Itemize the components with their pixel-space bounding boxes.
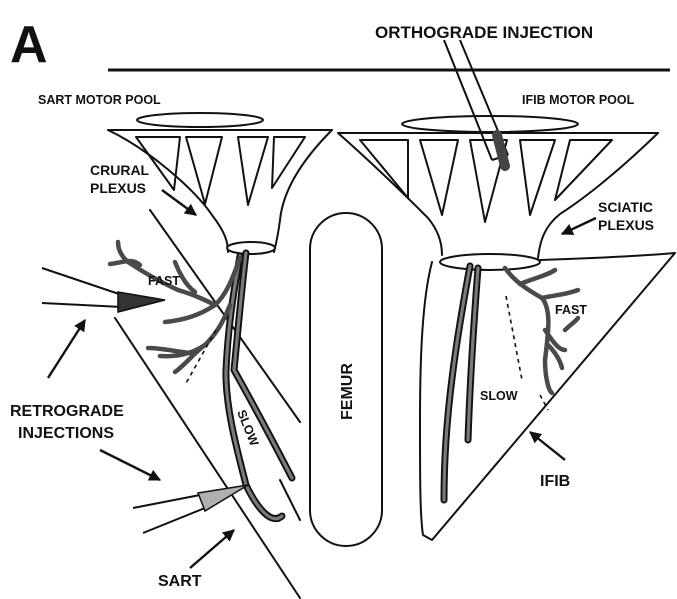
femur-label: FEMUR bbox=[339, 363, 356, 420]
sart-muscle bbox=[115, 210, 300, 598]
sart-motor-pool-label: SART MOTOR POOL bbox=[38, 93, 161, 107]
sart-label: SART bbox=[158, 573, 202, 590]
retrograde-pipette-slow bbox=[133, 485, 248, 533]
orthograde-pipette bbox=[444, 40, 508, 166]
orthograde-injection-label: ORTHOGRADE INJECTION bbox=[375, 23, 593, 42]
crural-plexus-label-line1: CRURAL bbox=[90, 162, 150, 178]
fast-label-left: FAST bbox=[148, 274, 180, 288]
ifib-label: IFIB bbox=[540, 473, 570, 490]
crural-plexus-label-line2: PLEXUS bbox=[90, 180, 146, 196]
slow-label-right: SLOW bbox=[480, 389, 518, 403]
panel-letter: A bbox=[10, 16, 48, 74]
sciatic-plexus-label-line2: PLEXUS bbox=[598, 217, 654, 233]
ifib-axons bbox=[444, 266, 578, 500]
retrograde-label-line1: RETROGRADE bbox=[10, 403, 124, 420]
ifib-motor-pool-label: IFIB MOTOR POOL bbox=[522, 93, 635, 107]
sciatic-plexus-label-line1: SCIATIC bbox=[598, 199, 653, 215]
arrows bbox=[48, 190, 596, 568]
fast-label-right: FAST bbox=[555, 303, 587, 317]
retrograde-label-line2: INJECTIONS bbox=[18, 425, 114, 442]
